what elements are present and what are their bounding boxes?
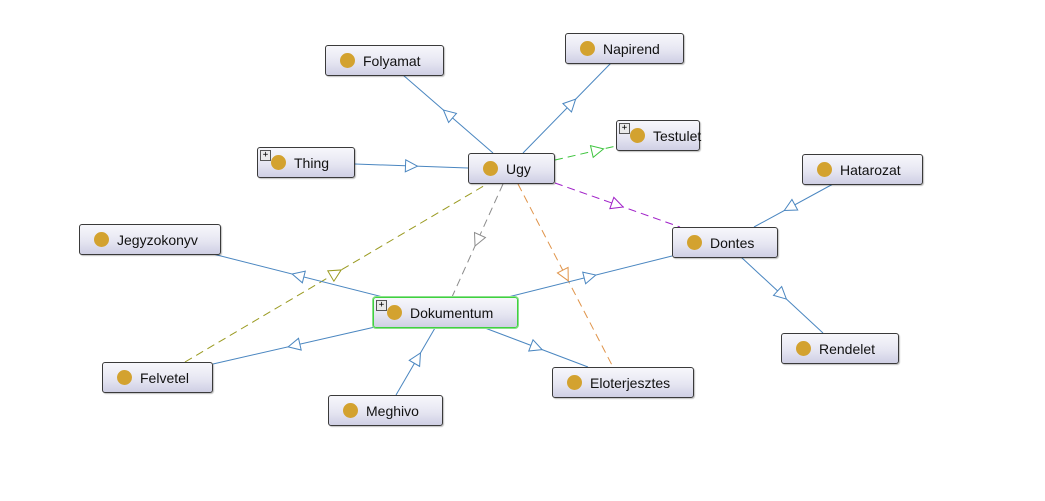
- arrowhead-icon: [609, 196, 625, 210]
- edge-ugy-testulet[interactable]: [554, 145, 617, 161]
- edge-hatarozat-dontes[interactable]: [753, 183, 834, 228]
- arrowhead-icon: [772, 285, 788, 300]
- class-label: Jegyzokonyv: [117, 231, 198, 248]
- edge-dokumentum-eloterjesztes[interactable]: [484, 327, 589, 368]
- edge-thing-ugy[interactable]: [354, 158, 469, 173]
- arrowhead-icon: [528, 338, 544, 352]
- class-node-napirend[interactable]: Napirend: [565, 33, 684, 64]
- arrowhead-icon: [589, 145, 605, 159]
- class-node-testulet[interactable]: + Testulet: [616, 120, 702, 151]
- class-node-meghivo[interactable]: Meghivo: [328, 395, 443, 426]
- class-icon: [387, 305, 402, 320]
- class-node-jegyzokonyv[interactable]: Jegyzokonyv: [79, 224, 221, 255]
- class-icon: [271, 155, 286, 170]
- edge-dokumentum-jegyzokonyv[interactable]: [212, 253, 384, 298]
- class-label: Testulet: [653, 127, 702, 144]
- arrowhead-icon: [582, 271, 597, 285]
- arrowhead-icon: [783, 198, 799, 212]
- arrowhead-icon: [326, 269, 343, 283]
- arrowhead-icon: [287, 337, 302, 351]
- class-label: Meghivo: [366, 402, 419, 419]
- class-label: Eloterjesztes: [590, 374, 671, 391]
- class-label: Hatarozat: [840, 161, 901, 178]
- edge-ugy-folyamat[interactable]: [402, 74, 494, 154]
- edge-meghivo-dokumentum[interactable]: [395, 327, 436, 396]
- edge-dokumentum-felvetel[interactable]: [212, 326, 376, 365]
- class-label: Dokumentum: [410, 304, 494, 321]
- class-icon: [580, 41, 595, 56]
- class-label: Ugy: [506, 160, 531, 177]
- class-node-eloterjesztes[interactable]: Eloterjesztes: [552, 367, 694, 398]
- arrowhead-icon: [442, 109, 458, 124]
- edge-ugy-napirend[interactable]: [522, 62, 612, 154]
- class-icon: [687, 235, 702, 250]
- arrowhead-icon: [404, 158, 419, 173]
- class-icon: [94, 232, 109, 247]
- class-icon: [117, 370, 132, 385]
- class-node-felvetel[interactable]: Felvetel: [102, 362, 213, 393]
- class-node-rendelet[interactable]: Rendelet: [781, 333, 899, 364]
- class-icon: [817, 162, 832, 177]
- class-label: Rendelet: [819, 340, 876, 357]
- class-icon: [343, 403, 358, 418]
- edge-ugy-dontes[interactable]: [554, 182, 681, 228]
- edge-line: [554, 145, 617, 161]
- edge-line: [451, 183, 504, 298]
- class-icon: [567, 375, 582, 390]
- class-node-ugy[interactable]: Ugy: [468, 153, 555, 184]
- arrowhead-icon: [556, 266, 569, 282]
- class-node-hatarozat[interactable]: Hatarozat: [802, 154, 923, 185]
- class-node-dontes[interactable]: Dontes: [672, 227, 778, 258]
- class-node-thing[interactable]: + Thing: [257, 147, 355, 178]
- edge-dontes-rendelet[interactable]: [740, 256, 824, 334]
- class-icon: [340, 53, 355, 68]
- class-label: Felvetel: [140, 369, 190, 386]
- arrowhead-icon: [561, 98, 577, 113]
- edge-line: [517, 183, 614, 368]
- edge-ugy-dokumentum[interactable]: [451, 183, 504, 298]
- expand-plus-icon[interactable]: +: [619, 123, 630, 134]
- class-label: Thing: [294, 154, 330, 171]
- class-icon: [630, 128, 645, 143]
- edge-dokumentum-dontes[interactable]: [507, 255, 673, 298]
- arrowhead-icon: [408, 351, 422, 368]
- class-label: Folyamat: [363, 52, 421, 69]
- expand-plus-icon[interactable]: +: [376, 300, 387, 311]
- class-node-dokumentum[interactable]: + Dokumentum: [373, 297, 518, 328]
- arrowhead-icon: [473, 231, 487, 247]
- edge-ugy-eloterjesztes[interactable]: [517, 183, 614, 368]
- class-icon: [796, 341, 811, 356]
- class-node-folyamat[interactable]: Folyamat: [325, 45, 444, 76]
- edge-felvetel-ugy[interactable]: [184, 183, 488, 363]
- expand-plus-icon[interactable]: +: [260, 150, 271, 161]
- class-icon: [483, 161, 498, 176]
- arrowhead-icon: [291, 270, 306, 284]
- class-label: Dontes: [710, 234, 755, 251]
- class-label: Napirend: [603, 40, 660, 57]
